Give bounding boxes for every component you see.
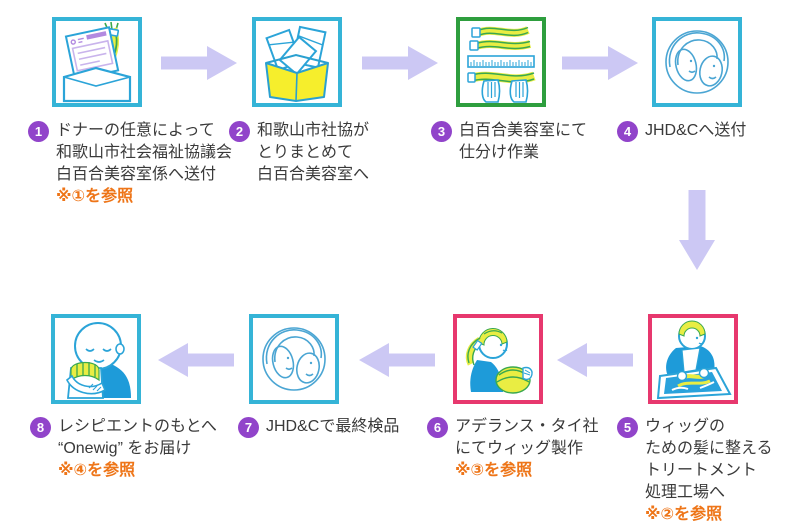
hands-icon bbox=[481, 79, 529, 103]
step-text-line: 白百合美容室係へ送付 bbox=[56, 166, 217, 183]
donation-form-icon bbox=[64, 26, 120, 81]
step-7-label: 7 JHD&Cで最終検品 bbox=[238, 416, 399, 438]
arrow-right-3-4-icon bbox=[562, 46, 638, 80]
jhdc-logo-icon bbox=[665, 30, 729, 94]
step-text-line: 処理工場へ bbox=[645, 484, 726, 501]
step-3-number-badge: 3 bbox=[431, 121, 452, 142]
step-text-line: ドナーの任意によって bbox=[56, 122, 215, 139]
step-1-box bbox=[52, 17, 142, 107]
step-8-box bbox=[51, 314, 141, 404]
arrow-right-2-3-icon bbox=[362, 46, 438, 80]
step-2-box bbox=[252, 17, 342, 107]
recipient-illustration bbox=[65, 322, 131, 399]
step-text-line: にてウィッグ製作 bbox=[455, 440, 584, 457]
reference-note: ※②を参照 bbox=[645, 506, 723, 523]
step-text-line: JHD&Cへ送付 bbox=[645, 122, 747, 139]
wig-bundle bbox=[495, 366, 531, 394]
step-text-line: JHD&Cで最終検品 bbox=[266, 418, 400, 435]
step-text-line: 白百合美容室にて bbox=[459, 122, 588, 139]
arrow-left-7-8-icon bbox=[158, 343, 234, 377]
reference-note: ※①を参照 bbox=[56, 188, 134, 205]
step-4-number-badge: 4 bbox=[617, 121, 638, 142]
step-text-line: レシピエントのもとへ bbox=[58, 418, 217, 435]
step-text-line: ための髪に整える bbox=[645, 440, 773, 457]
step-7-number-badge: 7 bbox=[238, 417, 259, 438]
jhdc-logo-icon bbox=[262, 327, 326, 391]
step-text-line: 仕分け作業 bbox=[459, 144, 540, 161]
arrow-left-6-7-icon bbox=[359, 343, 435, 377]
step-8-label: 8 レシピエントのもとへ “Onewig” をお届け ※④を参照 bbox=[30, 416, 217, 482]
yellow-hair bbox=[678, 320, 706, 337]
step-6-number-badge: 6 bbox=[427, 417, 448, 438]
collection-box-illustration bbox=[265, 25, 329, 102]
smile bbox=[93, 359, 105, 363]
step-text-line: とりまとめて bbox=[257, 144, 354, 161]
step-text-line: ウィッグの bbox=[645, 418, 726, 435]
step-text-line: 和歌山市社会福祉協議会 bbox=[56, 144, 233, 161]
box-rim bbox=[265, 53, 329, 64]
reference-note: ※③を参照 bbox=[455, 462, 533, 479]
step-5-box bbox=[648, 314, 738, 404]
step-5-number-badge: 5 bbox=[617, 417, 638, 438]
step-2-number-badge: 2 bbox=[229, 121, 250, 142]
step-text-line: “Onewig” をお届け bbox=[58, 440, 192, 457]
step-5-label: 5 ウィッグの ための髪に整える トリートメント 処理工場へ ※②を参照 bbox=[617, 416, 773, 526]
step-6-label: 6 アデランス・タイ社 にてウィッグ製作 ※③を参照 bbox=[427, 416, 599, 482]
arrow-left-5-6-icon bbox=[557, 343, 633, 377]
step-4-label: 4 JHD&Cへ送付 bbox=[617, 120, 746, 142]
hair-treatment-illustration bbox=[656, 320, 732, 400]
step-6-box bbox=[453, 314, 543, 404]
wig-production-illustration bbox=[465, 328, 533, 394]
step-1-number-badge: 1 bbox=[28, 121, 49, 142]
envelope-icon bbox=[62, 66, 132, 103]
arrow-right-1-2-icon bbox=[161, 46, 237, 80]
step-3-label: 3 白百合美容室にて 仕分け作業 bbox=[431, 120, 587, 164]
step-text-line: アデランス・タイ社 bbox=[455, 418, 599, 435]
step-2-label: 2 和歌山市社協が とりまとめて 白百合美容室へ bbox=[229, 120, 369, 186]
reference-note: ※④を参照 bbox=[58, 462, 136, 479]
step-3-box bbox=[456, 17, 546, 107]
step-8-number-badge: 8 bbox=[30, 417, 51, 438]
onewig bbox=[70, 361, 100, 382]
step-text-line: 白百合美容室へ bbox=[257, 166, 370, 183]
step-4-box bbox=[652, 17, 742, 107]
hugging-arms bbox=[65, 374, 107, 395]
arrow-down-4-5-icon bbox=[679, 190, 715, 270]
closed-eyes bbox=[85, 348, 112, 352]
donation-envelope-illustration bbox=[62, 21, 132, 103]
step-text-line: 和歌山市社協が bbox=[257, 122, 370, 139]
step-7-box bbox=[249, 314, 339, 404]
hair-sorting-illustration bbox=[467, 26, 536, 103]
step-text-line: トリートメント bbox=[645, 462, 758, 479]
step-1-label: 1 ドナーの任意によって 和歌山市社会福祉協議会 白百合美容室係へ送付 ※①を参… bbox=[28, 120, 232, 208]
